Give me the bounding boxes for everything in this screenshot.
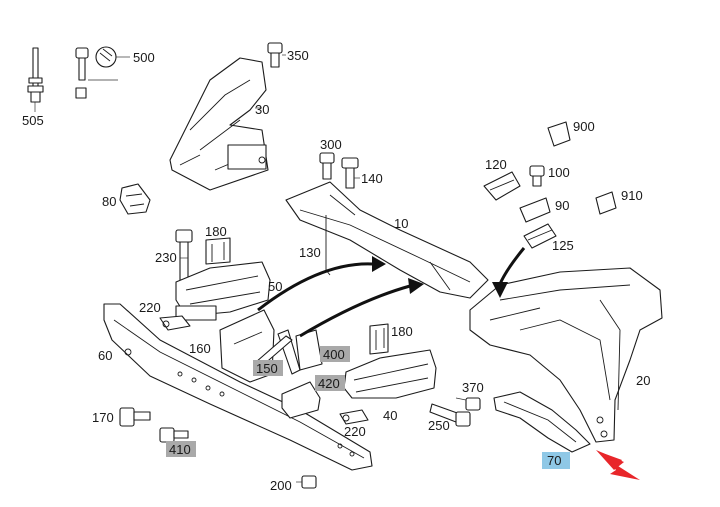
part-420-bracket (281, 381, 321, 419)
label-505: 505 (22, 113, 44, 128)
part-180-clip-upper (205, 237, 231, 265)
label-150: 150 (256, 361, 278, 376)
highlight-70 (542, 452, 570, 469)
part-50-bracket (175, 261, 271, 321)
label-170: 170 (92, 410, 114, 425)
label-130: 130 (299, 245, 321, 260)
label-230: 230 (155, 250, 177, 265)
label-80: 80 (102, 194, 116, 209)
part-910-connector (595, 191, 617, 215)
part-60-bumper-beam (103, 303, 373, 471)
label-140: 140 (361, 171, 383, 186)
label-100: 100 (548, 165, 570, 180)
label-910: 910 (621, 188, 643, 203)
label-220-left: 220 (139, 300, 161, 315)
label-60: 60 (98, 348, 112, 363)
label-350: 350 (287, 48, 309, 63)
highlight-420 (315, 375, 345, 391)
part-200-bolt (296, 475, 317, 489)
part-180-clip-lower (369, 323, 389, 355)
part-220-clip-left (159, 315, 191, 331)
label-40: 40 (383, 408, 397, 423)
part-20-side-frame (469, 267, 663, 443)
part-350-bolt (267, 42, 286, 68)
label-400: 400 (323, 347, 345, 362)
part-120-sensor (483, 171, 521, 201)
direction-arrows (257, 247, 526, 338)
label-900: 900 (573, 119, 595, 134)
part-170-bolt (119, 407, 151, 427)
label-180-lower: 180 (391, 324, 413, 339)
label-70: 70 (547, 453, 561, 468)
part-10-cross-member (285, 181, 489, 299)
label-10: 10 (394, 216, 408, 231)
label-220-right: 220 (344, 424, 366, 439)
label-300: 300 (320, 137, 342, 152)
part-70-bracket (493, 391, 591, 453)
part-500-bolt (75, 46, 130, 99)
highlight-400 (320, 346, 350, 362)
label-420: 420 (318, 376, 340, 391)
part-370-bolt (455, 397, 481, 411)
part-140-bolt (341, 157, 360, 189)
part-40-bracket (343, 349, 437, 399)
label-180-upper: 180 (205, 224, 227, 239)
label-200: 200 (270, 478, 292, 493)
label-370: 370 (462, 380, 484, 395)
label-160: 160 (189, 341, 211, 356)
highlight-150 (253, 360, 283, 376)
label-90: 90 (555, 198, 569, 213)
label-20: 20 (636, 373, 650, 388)
part-900-connector (547, 121, 571, 147)
part-300-bolt (319, 152, 335, 180)
part-410-bolt (159, 427, 189, 443)
highlight-410 (166, 441, 196, 457)
part-230-bolt (175, 229, 193, 281)
label-250: 250 (428, 418, 450, 433)
label-30: 30 (255, 102, 269, 117)
label-120: 120 (485, 157, 507, 172)
part-505-bolt (27, 47, 44, 112)
red-pointer-arrow (596, 450, 640, 480)
part-30-bracket (169, 57, 269, 191)
part-220-clip-right (339, 409, 369, 425)
part-150-strut (255, 329, 301, 375)
part-250-bolt (429, 403, 471, 427)
part-125-sensor (523, 223, 557, 249)
label-125: 125 (552, 238, 574, 253)
part-90-sensor (519, 197, 551, 223)
label-410: 410 (169, 442, 191, 457)
part-80-clip (119, 183, 151, 215)
part-400-bracket (295, 329, 323, 371)
part-100-bolt (529, 165, 545, 187)
label-500: 500 (133, 50, 155, 65)
label-50: 50 (268, 279, 282, 294)
